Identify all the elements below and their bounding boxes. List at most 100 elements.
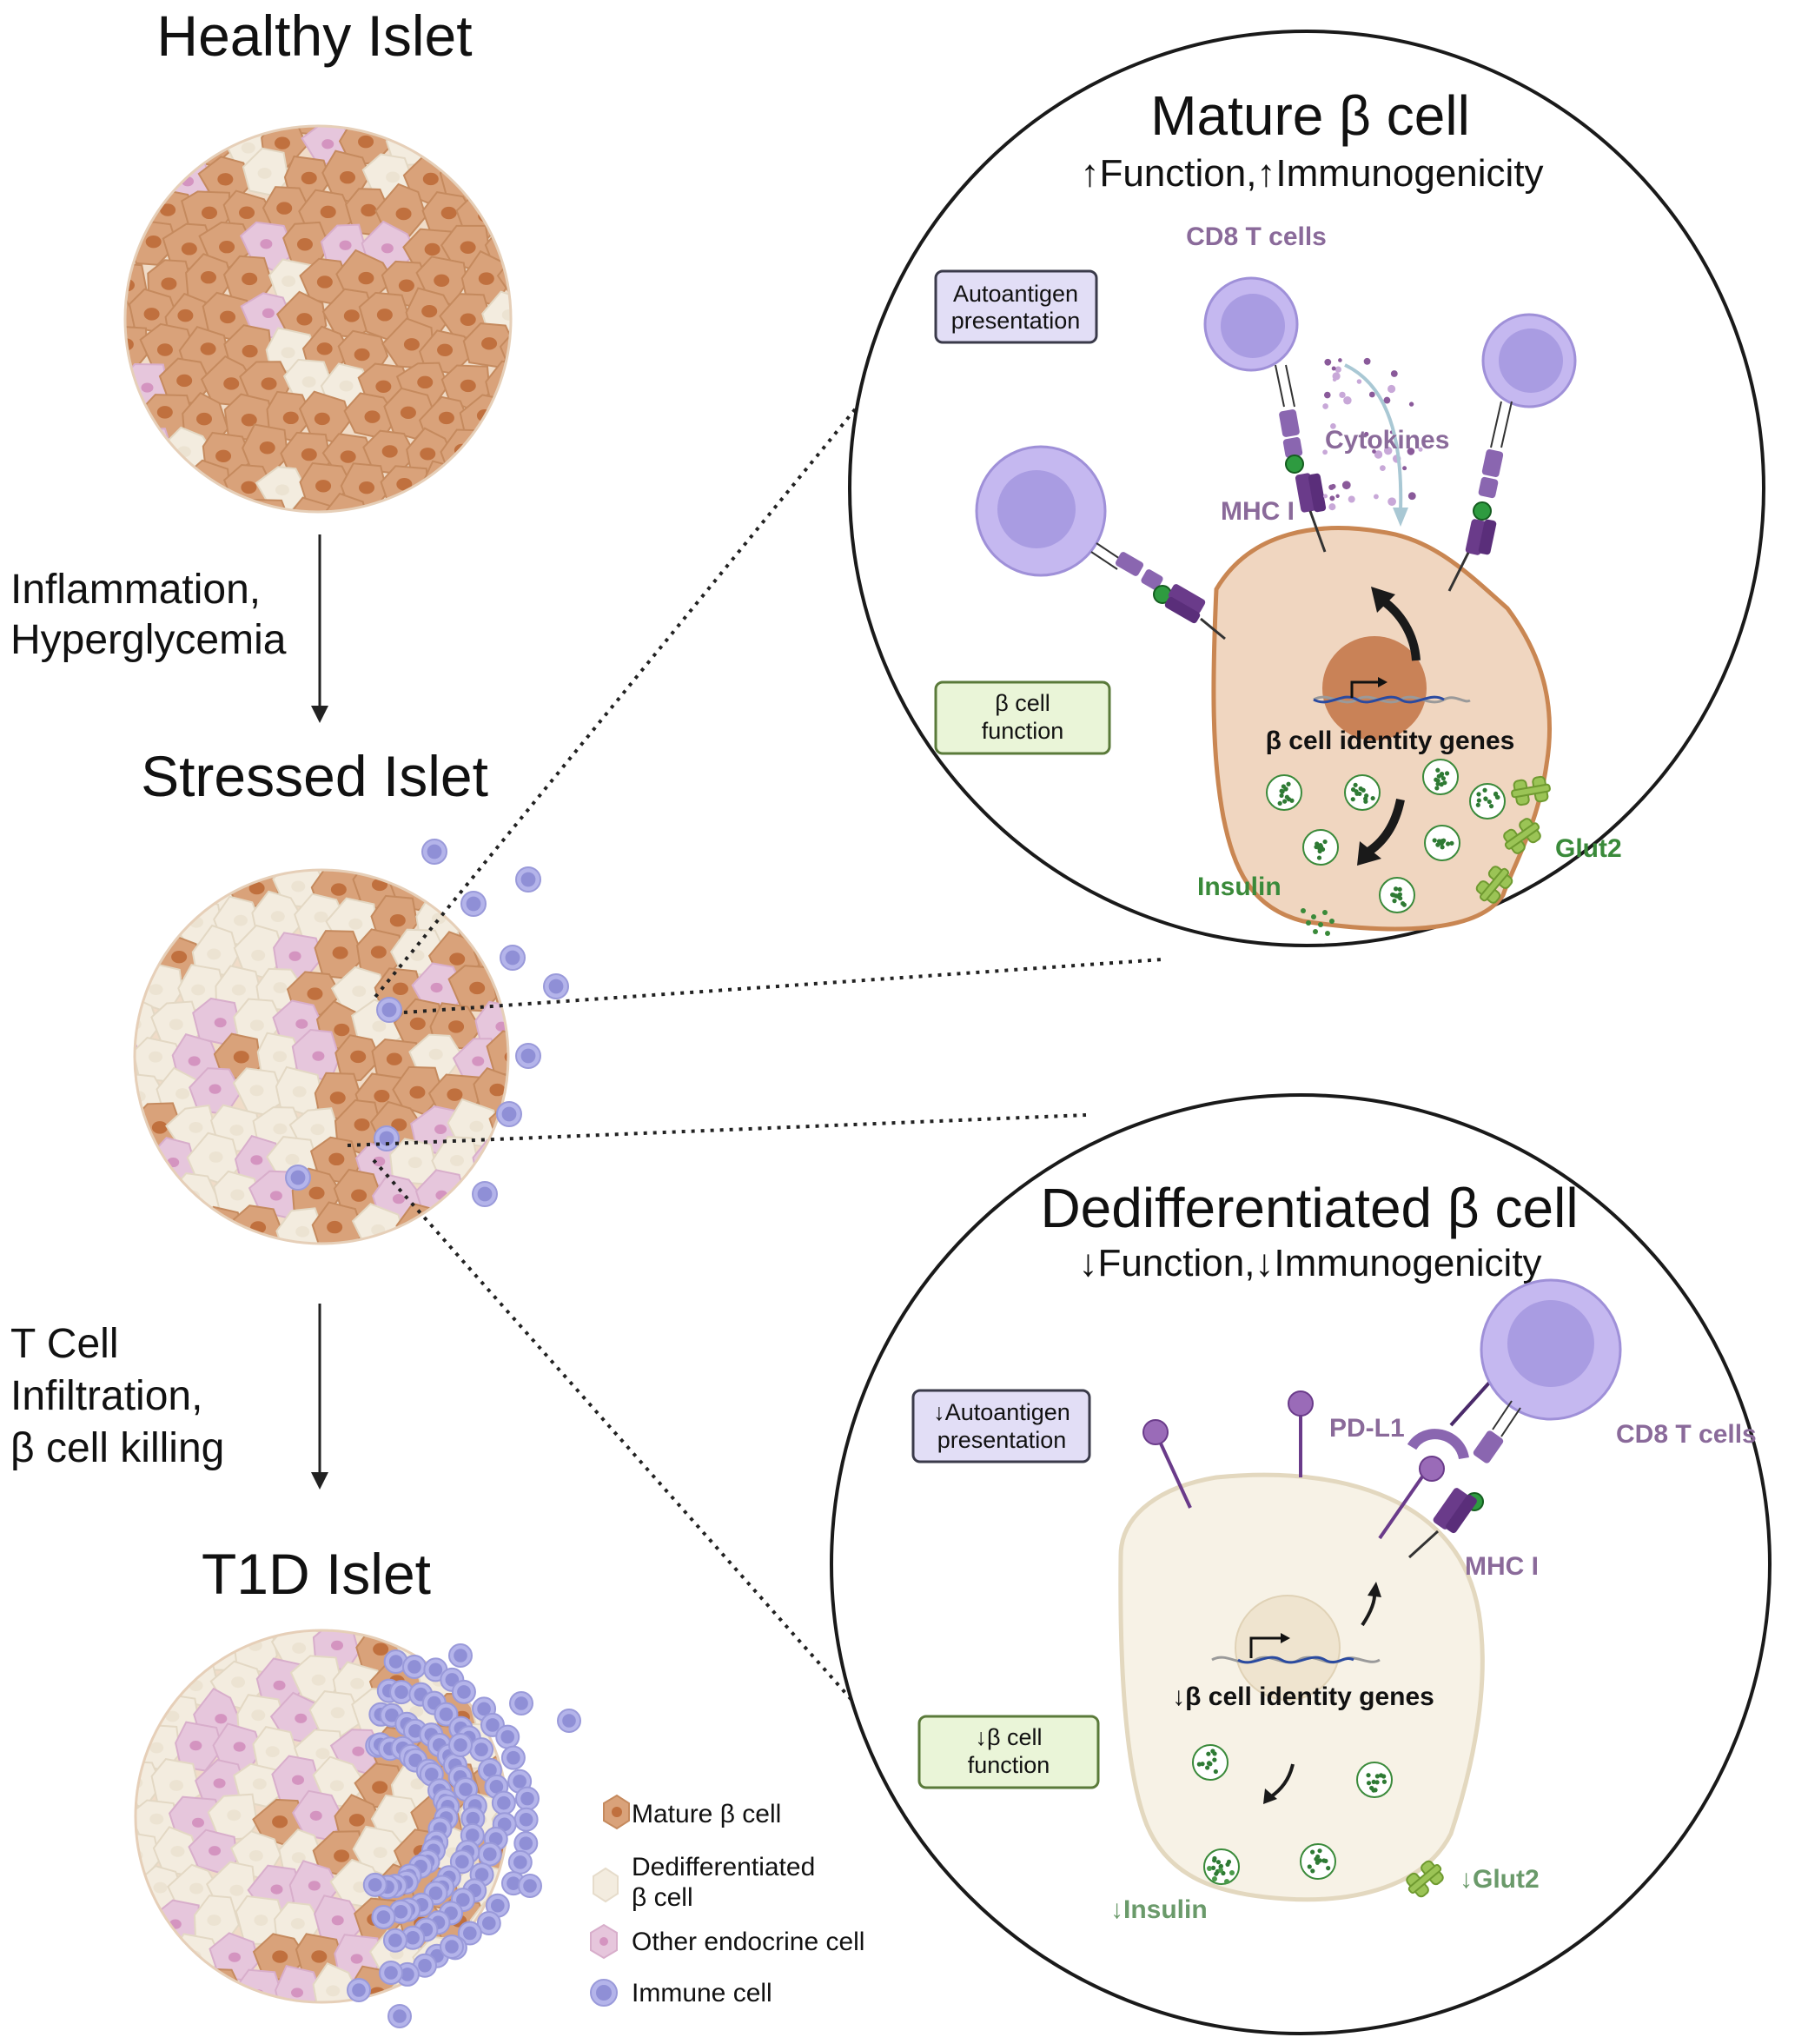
dediff-beta-cell-nucleus bbox=[339, 380, 354, 392]
dediff-beta-cell-nucleus bbox=[450, 1155, 465, 1166]
endocrine-cell-nucleus bbox=[392, 1194, 405, 1204]
endocrine-cell-nucleus bbox=[213, 1778, 226, 1788]
dediff-beta-cell-nucleus bbox=[394, 1812, 408, 1823]
mature-beta-cell-nucleus bbox=[259, 441, 275, 455]
mature-beta-cell-nucleus bbox=[417, 375, 434, 389]
mature-tcell-right bbox=[1481, 313, 1577, 408]
dediff-beta-cell-nucleus bbox=[207, 948, 222, 960]
endocrine-cell bbox=[125, 428, 176, 474]
mature-beta-cell-nucleus bbox=[171, 950, 188, 964]
mature-beta-cell-nucleus bbox=[219, 241, 235, 254]
mature-beta-cell-nucleus bbox=[223, 377, 240, 390]
svg-text:β cell: β cell bbox=[995, 690, 1050, 716]
mature-beta-cell-nucleus bbox=[391, 1118, 407, 1132]
endocrine-cell-nucleus bbox=[339, 240, 352, 250]
mature-beta-cell bbox=[125, 325, 148, 369]
arrow-infiltration bbox=[311, 1304, 328, 1490]
endocrine-cell-nucleus bbox=[330, 1640, 343, 1650]
dediff-beta-cell-nucleus bbox=[372, 1020, 387, 1032]
mature-beta-cell bbox=[188, 1968, 245, 2002]
dediff-beta-cell-nucleus bbox=[230, 1189, 245, 1201]
mature-beta-cell-nucleus bbox=[200, 342, 216, 355]
mature-beta-cell-nucleus bbox=[329, 1092, 346, 1105]
mature-beta-cell-nucleus bbox=[315, 480, 332, 493]
t1d-islet bbox=[134, 1606, 581, 2028]
mature-beta-cell-panel: Mature β cell ↑Function,↑Immunogenicity … bbox=[848, 30, 1765, 947]
dediff-beta-cell-nucleus bbox=[281, 275, 296, 287]
mature-beta-cell-nucleus bbox=[316, 342, 333, 355]
mature-beta-cell-nucleus bbox=[370, 946, 387, 959]
endocrine-cell-nucleus bbox=[312, 1051, 325, 1061]
mature-beta-cell bbox=[486, 1030, 508, 1078]
dediff-beta-cell-nucleus bbox=[251, 1709, 266, 1722]
mature-beta-cell-nucleus bbox=[481, 337, 498, 350]
mature-beta-cell-nucleus bbox=[335, 104, 351, 116]
mature-beta-cell-nucleus bbox=[413, 1222, 429, 1235]
mature-beta-cell-nucleus bbox=[156, 406, 173, 419]
dediff-beta-cell-panel: Dedifferentiated β cell ↓Function,↓Immun… bbox=[830, 1093, 1772, 2035]
dediff-title: Dedifferentiated β cell bbox=[1040, 1177, 1578, 1239]
dediff-autoantigen-box: ↓Autoantigen presentation bbox=[911, 1389, 1091, 1463]
legend-endocrine-label: Other endocrine cell bbox=[632, 1928, 864, 1956]
dediff-beta-cell-nucleus bbox=[249, 1085, 264, 1097]
mature-beta-cell-nucleus bbox=[239, 206, 255, 219]
dediff-beta-cell-nucleus bbox=[310, 1124, 325, 1136]
mature-beta-cell-nucleus bbox=[376, 309, 393, 322]
dediff-beta-cell-nucleus bbox=[351, 1606, 365, 1617]
endocrine-cell-nucleus bbox=[142, 447, 156, 458]
healthy-islet bbox=[123, 104, 513, 514]
mature-beta-cell-nucleus bbox=[460, 379, 476, 393]
mature-glut2-transporters bbox=[1475, 775, 1551, 904]
stressed-islet-title: Stressed Islet bbox=[141, 744, 488, 808]
svg-text:↓Autoantigen: ↓Autoantigen bbox=[933, 1399, 1070, 1425]
dediff-cd8-label: CD8 T cells bbox=[1616, 1420, 1757, 1449]
dediff-beta-cell-nucleus bbox=[251, 949, 266, 961]
mature-beta-cell-nucleus bbox=[195, 412, 212, 426]
endocrine-cell-nucleus bbox=[209, 1084, 222, 1094]
svg-text:Autoantigen: Autoantigen bbox=[953, 281, 1078, 307]
dediff-beta-cell-nucleus bbox=[170, 1846, 185, 1857]
dediff-glut2-transporter bbox=[1406, 1860, 1444, 1898]
dediff-tcell bbox=[1480, 1278, 1622, 1421]
dediff-beta-cell-nucleus bbox=[176, 1088, 190, 1099]
mature-beta-cell-nucleus bbox=[340, 171, 356, 184]
mature-beta-cell-nucleus bbox=[248, 881, 265, 895]
mature-tcr-mhc-right bbox=[1447, 401, 1513, 592]
dediff-beta-cell-nucleus bbox=[273, 1123, 288, 1135]
mature-beta-cell-nucleus bbox=[396, 478, 413, 491]
arrow2-label-line3: β cell killing bbox=[10, 1425, 224, 1471]
mature-beta-cell-nucleus bbox=[440, 206, 457, 220]
mature-beta-cell-nucleus bbox=[458, 170, 474, 183]
mature-beta-cell-nucleus bbox=[330, 883, 347, 896]
mature-tcell-top bbox=[1203, 276, 1299, 372]
endocrine-cell-nucleus bbox=[189, 1741, 202, 1751]
arrow2-label-line2: Infiltration, bbox=[10, 1373, 202, 1419]
mature-beta-cell bbox=[499, 324, 511, 378]
mature-beta-cell-nucleus bbox=[334, 1849, 350, 1862]
mature-beta-cell-nucleus bbox=[328, 1152, 345, 1166]
mature-subtitle: ↑Function,↑Immunogenicity bbox=[1080, 152, 1543, 195]
mature-beta-cell-nucleus bbox=[276, 202, 293, 215]
dediff-pdl1-left bbox=[1142, 1419, 1192, 1509]
dediff-beta-cell-nucleus bbox=[169, 1780, 184, 1791]
dediff-beta-cell-nucleus bbox=[210, 1639, 225, 1650]
endocrine-cell-nucleus bbox=[109, 1051, 121, 1060]
mature-beta-cell-nucleus bbox=[395, 207, 412, 221]
mature-beta-cell-nucleus bbox=[301, 448, 317, 461]
mature-mhc-label: MHC I bbox=[1221, 497, 1295, 526]
mature-beta-cell-nucleus bbox=[340, 450, 356, 463]
mature-beta-cell-nucleus bbox=[438, 411, 454, 425]
mature-beta-cell-nucleus bbox=[233, 1051, 249, 1064]
mature-beta-cell-nucleus bbox=[241, 481, 257, 494]
mature-beta-cell-nucleus bbox=[296, 238, 313, 251]
dediff-beta-cell-nucleus bbox=[469, 1120, 484, 1132]
mature-beta-cell-nucleus bbox=[296, 313, 313, 326]
dediff-beta-cell-nucleus bbox=[270, 850, 284, 861]
dediff-beta-cell-nucleus bbox=[292, 1642, 307, 1654]
endocrine-cell-nucleus bbox=[291, 1988, 304, 1998]
endocrine-cell-nucleus bbox=[262, 308, 275, 318]
mature-beta-cell-nucleus bbox=[469, 914, 486, 928]
dediff-beta-cell-nucleus bbox=[290, 1918, 305, 1929]
svg-text:function: function bbox=[982, 718, 1064, 744]
